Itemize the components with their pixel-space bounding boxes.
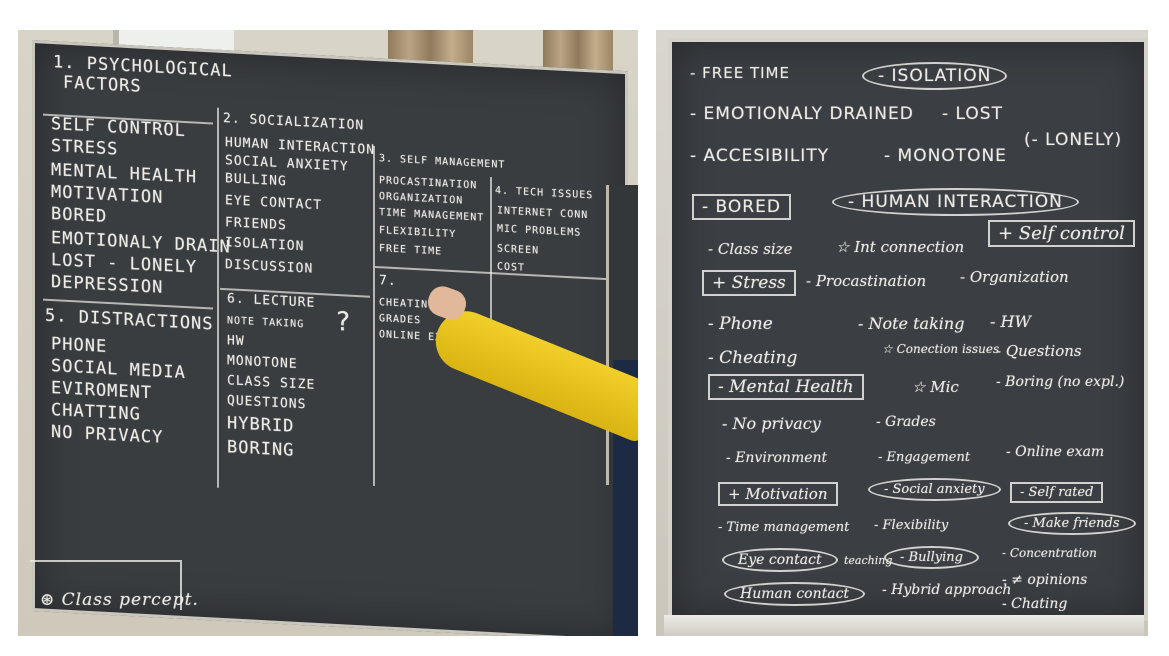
list-item: SCREEN xyxy=(497,243,540,257)
board-line: - MONOTONE xyxy=(884,146,1007,166)
list-item: ORGANIZATION xyxy=(379,191,464,207)
board-line: teaching xyxy=(844,554,893,567)
list-item: HW xyxy=(227,333,245,350)
corner-box xyxy=(30,560,182,610)
board-line: - ≠ opinions xyxy=(1002,572,1088,588)
board-line: + Self control xyxy=(988,220,1135,247)
list-item: STRESS xyxy=(51,135,119,160)
board-line: + Stress xyxy=(702,270,796,296)
list-item: FRIENDS xyxy=(225,215,287,234)
list-item: FREE TIME xyxy=(379,243,443,258)
board-line: - Mental Health xyxy=(708,374,864,400)
list-item: EVIROMENT xyxy=(51,377,153,404)
board-line: - Cheating xyxy=(708,348,798,368)
list-item: FLEXIBILITY xyxy=(379,225,457,241)
board-line: - HW xyxy=(990,312,1031,331)
board-line: - Online exam xyxy=(1006,444,1105,460)
list-item: EYE CONTACT xyxy=(225,193,323,214)
list-item: CLASS SIZE xyxy=(227,373,316,393)
list-item: DISCUSSION xyxy=(225,257,314,277)
header-lecture: 6. LECTURE xyxy=(227,291,316,311)
board-line: - Environment xyxy=(726,450,828,466)
right-chalkboard: - FREE TIME - ISOLATION - EMOTIONALY DRA… xyxy=(668,38,1148,621)
board-line: - Procastination xyxy=(806,272,927,290)
list-item: TIME MANAGEMENT xyxy=(379,207,485,224)
list-item: CHEATING xyxy=(379,297,436,312)
board-line: - Chating xyxy=(1002,596,1068,612)
list-item: HYBRID xyxy=(227,413,295,437)
question-mark: ? xyxy=(335,306,352,338)
list-item: COST xyxy=(497,261,526,274)
list-item: PROCASTINATION xyxy=(379,175,478,192)
board-line: - Grades xyxy=(876,414,936,430)
board-line: - HUMAN INTERACTION xyxy=(832,188,1079,216)
board-line: ☆ Mic xyxy=(912,378,959,396)
list-item: MONOTONE xyxy=(227,353,298,372)
list-item: ISOLATION xyxy=(225,235,305,255)
board-line: - Time management xyxy=(718,520,850,535)
left-chalkboard-photo: 1. PSYCHOLOGICAL FACTORS SELF CONTROL ST… xyxy=(18,30,638,636)
board-line: Eye contact xyxy=(722,548,838,572)
list-item: CHATTING xyxy=(51,399,141,425)
board-line: - EMOTIONALY DRAINED xyxy=(690,104,914,124)
corner-note: ⊛ Class percept. xyxy=(40,590,199,610)
divider xyxy=(375,265,615,281)
board-line: - Boring (no expl.) xyxy=(996,374,1125,390)
header-distractions: 5. DISTRACTIONS xyxy=(45,305,214,335)
board-line: - Hybrid approach xyxy=(882,582,1012,598)
board-line: - Organization xyxy=(960,268,1069,286)
list-item: BULLING xyxy=(225,171,287,190)
board-line: Human contact xyxy=(724,582,866,606)
board-line: - LOST xyxy=(942,104,1003,124)
board-line: - Questions xyxy=(996,342,1082,360)
board-line: - ACCESIBILITY xyxy=(690,146,830,166)
board-line: + Motivation xyxy=(718,482,838,506)
right-chalkboard-photo: - FREE TIME - ISOLATION - EMOTIONALY DRA… xyxy=(656,30,1148,636)
board-line: - No privacy xyxy=(722,414,821,433)
board-line: ☆ Int connection xyxy=(836,238,965,256)
board-line: - Phone xyxy=(708,314,773,334)
list-item: DEPRESSION xyxy=(51,271,164,298)
list-item: BORED xyxy=(51,203,108,227)
list-item: GRADES xyxy=(379,313,422,327)
board-line: - Class size xyxy=(708,240,793,258)
divider xyxy=(490,177,492,338)
board-line: - Concentration xyxy=(1002,546,1097,560)
list-item: MIC PROBLEMS xyxy=(497,223,582,239)
header-seven: 7. xyxy=(379,273,397,290)
list-item: INTERNET CONN xyxy=(497,205,589,222)
board-line: - FREE TIME xyxy=(690,64,790,82)
chalk-tray xyxy=(664,615,1144,636)
list-item: QUESTIONS xyxy=(227,393,307,413)
divider xyxy=(217,107,219,488)
board-line: (- LONELY) xyxy=(1024,130,1123,150)
header-self-management: 3. SELF MANAGEMENT xyxy=(379,153,506,171)
board-line: - ISOLATION xyxy=(862,62,1008,90)
list-item: BORING xyxy=(227,437,295,461)
list-item: PHONE xyxy=(51,333,108,357)
board-line: ☆ Conection issues xyxy=(882,342,1000,356)
board-line: - Engagement xyxy=(878,450,971,465)
list-item: NOTE TAKING xyxy=(227,315,305,331)
board-line: - Make friends xyxy=(1008,512,1136,535)
board-line: - Self rated xyxy=(1010,482,1104,503)
header-psych-2: FACTORS xyxy=(63,72,142,97)
list-item: NO PRIVACY xyxy=(51,421,164,448)
header-tech-issues: 4. TECH ISSUES xyxy=(495,185,594,202)
header-socialization: 2. SOCIALIZATION xyxy=(223,111,365,134)
divider xyxy=(373,145,375,486)
board-line: - Flexibility xyxy=(874,518,949,533)
board-line: - BORED xyxy=(692,194,791,220)
board-line: - Note taking xyxy=(858,314,965,333)
board-line: - Bullying xyxy=(884,546,979,569)
board-line: - Social anxiety xyxy=(868,478,1001,501)
